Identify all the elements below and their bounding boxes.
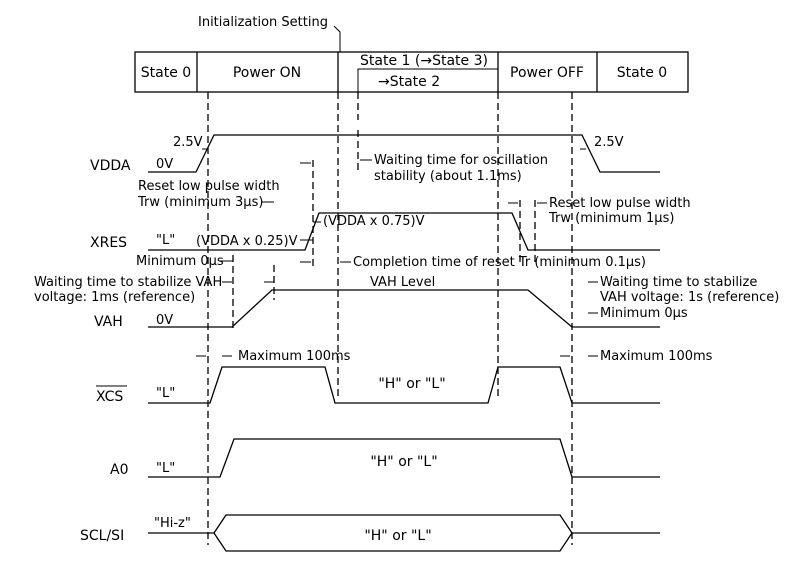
xres-name: XRES bbox=[90, 235, 127, 251]
vah-initial: 0V bbox=[156, 313, 173, 328]
xres-signal: XRES "L" bbox=[90, 160, 660, 270]
max-100ms-left-label: Maximum 100ms bbox=[238, 349, 351, 364]
a0-name: A0 bbox=[110, 462, 128, 478]
timing-guides bbox=[207, 92, 573, 545]
vdda-name: VDDA bbox=[90, 158, 131, 174]
power-on-label: Power ON bbox=[233, 65, 301, 81]
xcs-middle: "H" or "L" bbox=[378, 376, 445, 392]
xcs-signal: XCS "L" "H" or "L" bbox=[96, 366, 660, 405]
xcs-name: XCS bbox=[96, 389, 123, 405]
state2-label: →State 2 bbox=[378, 74, 440, 90]
reset-low-left-line2: Trw (minimum 3μs) bbox=[137, 195, 263, 210]
xres-initial: "L" bbox=[156, 233, 175, 248]
max-100ms-annotations: Maximum 100ms Maximum 100ms bbox=[196, 349, 713, 364]
xres-annotations: Reset low pulse width Trw (minimum 3μs) … bbox=[136, 162, 691, 330]
scl-si-initial: "Hi-z" bbox=[154, 516, 191, 531]
vah-wait-left-line2: voltage: 1ms (reference) bbox=[34, 290, 195, 305]
scl-si-middle: "H" or "L" bbox=[364, 528, 431, 544]
osc-wait-annotation: Waiting time for oscillation stability (… bbox=[357, 130, 548, 184]
vah-name: VAH bbox=[94, 314, 123, 330]
vdda-025-label: (VDDA x 0.25)V bbox=[196, 234, 298, 249]
state-bar: State 0 Power ON State 1 (→State 3) →Sta… bbox=[134, 51, 689, 93]
vdda-initial: 0V bbox=[156, 157, 173, 172]
reset-low-right-line2: Trw (minimum 1μs) bbox=[548, 211, 674, 226]
power-off-label: Power OFF bbox=[510, 65, 584, 81]
min-0us-right-label: Minimum 0μs bbox=[600, 306, 688, 321]
vdda-level-right: 2.5V bbox=[594, 135, 624, 150]
reset-low-left-line1: Reset low pulse width bbox=[138, 179, 280, 194]
vah-level-label: VAH Level bbox=[370, 275, 435, 290]
scl-si-name: SCL/SI bbox=[80, 528, 124, 544]
vdda-signal: VDDA 0V 2.5V 2.5V bbox=[90, 134, 660, 174]
state1-label: State 1 (→State 3) bbox=[360, 53, 488, 69]
scl-si-signal: SCL/SI "Hi-z" "H" or "L" bbox=[80, 514, 660, 552]
vdda-075-label: (VDDA x 0.75)V bbox=[323, 214, 425, 229]
init-setting-callout: Initialization Setting bbox=[198, 15, 341, 52]
max-100ms-right-label: Maximum 100ms bbox=[600, 349, 713, 364]
osc-wait-line1: Waiting time for oscillation bbox=[374, 153, 548, 168]
state0-left-label: State 0 bbox=[141, 65, 191, 81]
xcs-initial: "L" bbox=[156, 386, 175, 401]
state0-right-label: State 0 bbox=[617, 65, 667, 81]
a0-middle: "H" or "L" bbox=[370, 454, 437, 470]
min-0us-left-label: Minimum 0μs bbox=[136, 254, 224, 269]
vah-wait-left-line1: Waiting time to stabilize VAH bbox=[34, 275, 222, 290]
vah-signal: Waiting time to stabilize VAH voltage: 1… bbox=[34, 265, 779, 330]
completion-time-label: Completion time of reset Tr (minimum 0.1… bbox=[353, 255, 646, 270]
vdda-level-left: 2.5V bbox=[173, 135, 203, 150]
osc-wait-line2: stability (about 1.1ms) bbox=[374, 169, 522, 184]
a0-signal: A0 "L" "H" or "L" bbox=[110, 438, 660, 478]
a0-initial: "L" bbox=[156, 461, 175, 476]
vah-wait-right-line1: Waiting time to stabilize bbox=[600, 275, 757, 290]
vah-wait-right-line2: VAH voltage: 1s (reference) bbox=[600, 290, 779, 305]
reset-low-right-line1: Reset low pulse width bbox=[549, 196, 691, 211]
init-setting-label: Initialization Setting bbox=[198, 15, 328, 30]
